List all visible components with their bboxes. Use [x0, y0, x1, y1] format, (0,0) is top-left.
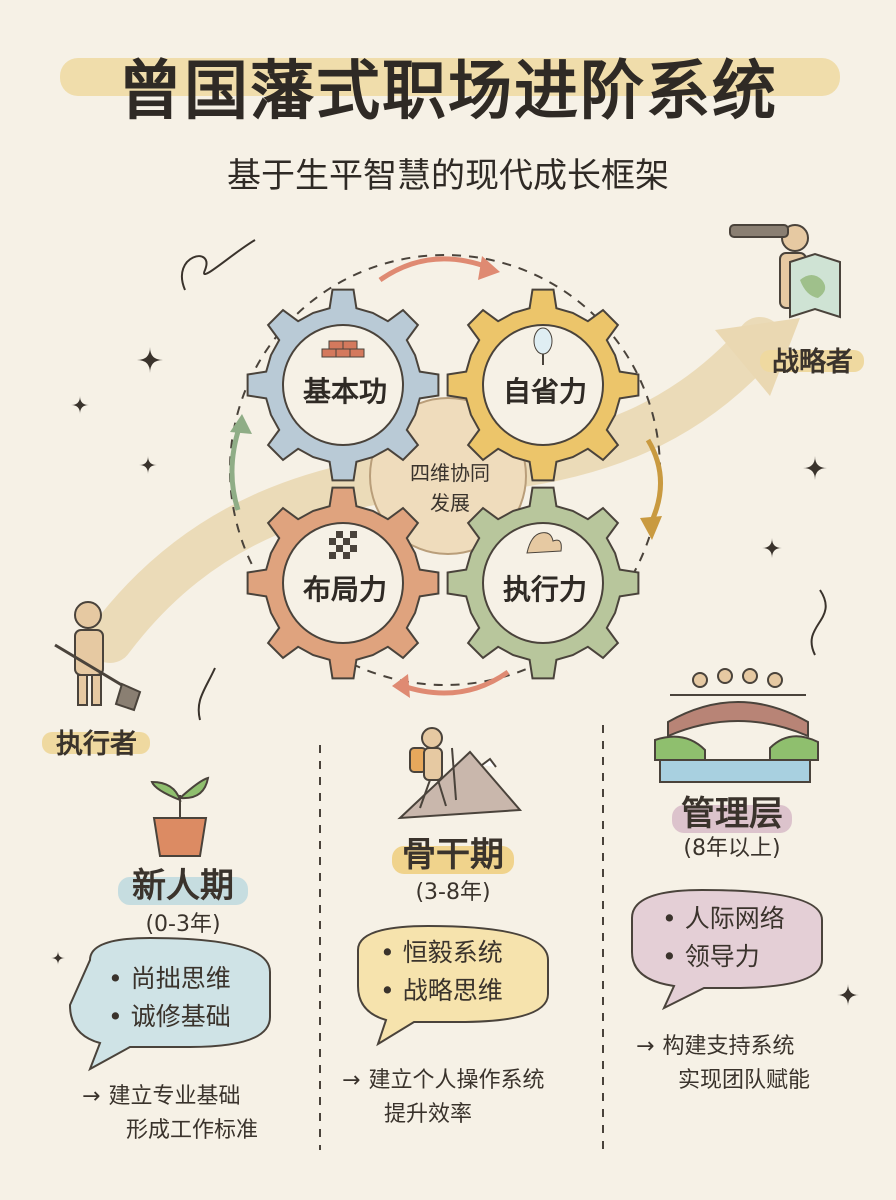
bricks-icon: [321, 340, 365, 358]
stage-3-title: 管理层: [681, 794, 783, 834]
arrow-right-icon: →: [342, 1068, 361, 1093]
stage-1-highlight: [118, 877, 248, 905]
executor-highlight: [42, 732, 150, 754]
doodle-arrow-top-left: [181, 239, 256, 291]
executor-figure-icon: [54, 601, 142, 712]
cycle-arrow-top: [378, 256, 491, 283]
stage-3-note-line: 构建支持系统: [662, 1034, 795, 1059]
stage-1-note-line: 形成工作标准: [126, 1118, 259, 1143]
sparkle-icon: [71, 396, 89, 414]
stage-3-highlight: [672, 805, 792, 833]
cycle-arrow-bottom: [399, 669, 510, 696]
gear-fundamentals-hub: [282, 324, 404, 446]
bridge-people-icon: [654, 668, 819, 783]
role-label-strategist: 战略者: [772, 347, 853, 378]
doodle-arrow-bottom-left: [197, 667, 216, 721]
cycle-arrow-right-head: [640, 516, 662, 540]
stage-2-highlight: [392, 846, 514, 874]
gear-planning-hub: [282, 522, 404, 644]
stage-2-bullet: 恒毅系统: [380, 934, 503, 972]
arrow-right-icon: →: [82, 1084, 101, 1109]
gear-label-execution: 执行力: [502, 573, 587, 606]
stage-2-note-line: 建立个人操作系统: [368, 1068, 545, 1093]
page-subtitle: 基于生平智慧的现代成长框架: [227, 156, 669, 196]
hiker-mountain-icon: [397, 727, 523, 820]
stage-1-bullet: 诚修基础: [108, 998, 231, 1036]
center-label: 四维协同 发展: [380, 458, 520, 518]
stage-1-bullets: 尚拙思维 诚修基础: [108, 960, 231, 1036]
sparkle-icon: [137, 347, 163, 373]
cycle-arrow-bottom-head: [392, 674, 410, 698]
strategist-highlight: [760, 350, 864, 372]
stage-2-note-line: 提升效率: [384, 1102, 473, 1127]
stage-3-bullet: 人际网络: [662, 900, 785, 938]
stage-1-period: (0-3年): [145, 912, 221, 937]
stage-2-period: (3-8年): [415, 880, 491, 905]
stage-2-note: → 建立个人操作系统 提升效率: [342, 1064, 544, 1132]
title-area: 曾国藩式职场进阶系统: [0, 40, 896, 132]
page-title: 曾国藩式职场进阶系统: [118, 55, 778, 129]
gear-label-planning: 布局力: [302, 573, 387, 606]
stage-2-bullet: 战略思维: [380, 972, 503, 1010]
stage-1-note: → 建立专业基础 形成工作标准: [82, 1080, 258, 1148]
center-label-line1: 四维协同: [410, 461, 490, 485]
cycle-arrow-top-head: [478, 256, 500, 280]
doodle-arrow-right: [810, 589, 827, 656]
cycle-arrow-right: [645, 438, 663, 527]
sparkle-icon: [51, 951, 65, 965]
gear-label-reflection: 自省力: [502, 375, 587, 408]
center-label-line2: 发展: [430, 491, 470, 515]
title-highlight: [60, 58, 840, 96]
strategist-figure-icon: [729, 224, 841, 319]
gear-label-fundamentals: 基本功: [302, 375, 387, 408]
stage-3-period: (8年以上): [683, 836, 781, 861]
cycle-arrow-left: [229, 424, 243, 511]
stage-1-bullet: 尚拙思维: [108, 960, 231, 998]
sparkle-icon: [837, 984, 859, 1006]
sparkle-icon: [803, 456, 827, 480]
growth-arrow-head: [715, 318, 800, 396]
arrow-right-icon: →: [636, 1034, 655, 1059]
cycle-arrow-left-head: [230, 414, 252, 434]
stage-1-note-line: 建立专业基础: [108, 1084, 241, 1109]
sparkle-icon: [139, 456, 157, 474]
stage-3-note-line: 实现团队赋能: [678, 1068, 811, 1093]
stage-3-bullets: 人际网络 领导力: [662, 900, 785, 976]
stage-3-note: → 构建支持系统 实现团队赋能: [636, 1030, 810, 1098]
stage-2-title: 骨干期: [402, 835, 504, 875]
sprout-pot-icon: [150, 776, 210, 857]
mirror-icon: [533, 327, 553, 365]
gear-reflection-hub: [482, 324, 604, 446]
stage-1-title: 新人期: [132, 866, 234, 906]
chessboard-icon: [329, 531, 357, 559]
stage-2-bullets: 恒毅系统 战略思维: [380, 934, 503, 1010]
stage-3-bullet: 领导力: [662, 938, 785, 976]
role-label-executor: 执行者: [56, 729, 137, 760]
gear-execution-hub: [482, 522, 604, 644]
sparkle-icon: [762, 538, 782, 558]
flexed-arm-icon: [526, 532, 562, 554]
